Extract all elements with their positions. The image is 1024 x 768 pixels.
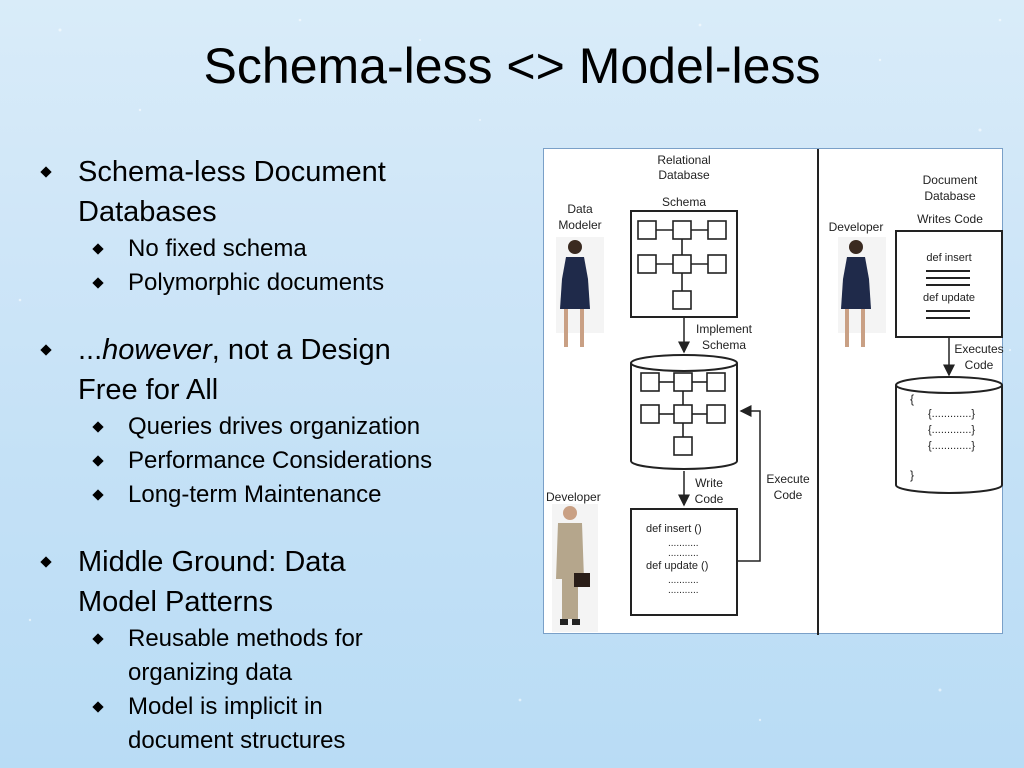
doc-entry-1: {.............}: [928, 408, 975, 420]
executes-label-2: Code: [965, 358, 994, 372]
sub-bullet: Queries drives organization: [38, 410, 508, 444]
doc-entry-3: {.............}: [928, 440, 975, 452]
schema-label: Schema: [662, 195, 706, 209]
code-dots-2: ...........: [668, 548, 699, 559]
doc-entry-2: {.............}: [928, 424, 975, 436]
sub-bullet: No fixed schema: [38, 232, 508, 266]
document-database-cylinder: [895, 376, 1003, 494]
sub-bullet: Reusable methods for organizing data: [38, 622, 508, 690]
write-label-1: Write: [695, 476, 723, 490]
document-title-2: Database: [924, 189, 976, 203]
relational-database-cylinder: [630, 354, 738, 470]
document-title-1: Document: [923, 173, 978, 187]
code-line-update: def update (): [646, 560, 708, 572]
sub-bullet: Model is implicit in document structures: [38, 690, 508, 758]
doc-code-insert: def insert: [926, 252, 971, 264]
developer-person-icon: [552, 504, 598, 632]
bullet-list: Schema-less Document Databases No fixed …: [38, 152, 508, 758]
code-dots-4: ...........: [668, 585, 699, 596]
relational-title-1: Relational: [657, 153, 710, 167]
relational-vs-document-figure: Relational Database Schema Data Modeler …: [543, 148, 1004, 635]
diamond-bullet-icon: [92, 701, 104, 713]
sub-bullet: Performance Considerations: [38, 444, 508, 478]
diamond-bullet-icon: [92, 489, 104, 501]
comparison-diagram: Relational Database Schema Data Modeler …: [546, 149, 1004, 635]
bullet-however: ...however, not a Design Free for All: [38, 330, 508, 410]
developer-label: Developer: [546, 490, 601, 504]
doc-open-brace: {: [910, 392, 914, 406]
write-label-2: Code: [695, 492, 724, 506]
schema-box: [630, 210, 738, 318]
diamond-bullet-icon: [92, 633, 104, 645]
data-modeler-label-1: Data: [567, 202, 593, 216]
bullet-schema-less: Schema-less Document Databases: [38, 152, 508, 232]
database-tables: [640, 372, 726, 456]
execute-label-2: Code: [774, 488, 803, 502]
doc-code-update: def update: [923, 292, 975, 304]
diamond-bullet-icon: [92, 243, 104, 255]
diamond-bullet-icon: [92, 455, 104, 467]
data-modeler-label-2: Modeler: [558, 218, 601, 232]
doc-code-lines-1: [926, 270, 970, 286]
diamond-bullet-icon: [40, 556, 52, 568]
implement-label-2: Schema: [702, 338, 746, 352]
code-line-insert: def insert (): [646, 523, 702, 535]
doc-code-lines-2: [926, 310, 970, 319]
diamond-bullet-icon: [40, 344, 52, 356]
slide-title: Schema-less <> Model-less: [203, 38, 821, 94]
sub-bullet: Long-term Maintenance: [38, 478, 508, 512]
relational-code-box: [630, 508, 738, 616]
data-modeler-person-icon: [556, 237, 604, 347]
execute-arrow: [737, 405, 761, 562]
doc-close-brace: }: [910, 468, 914, 482]
implement-label-1: Implement: [696, 322, 753, 336]
schema-tables: [637, 220, 727, 310]
relational-title-2: Database: [658, 168, 710, 182]
bullet-middle-ground: Middle Ground: Data Model Patterns: [38, 542, 508, 622]
sub-bullet: Polymorphic documents: [38, 266, 508, 300]
code-dots-1: ...........: [668, 538, 699, 549]
code-dots-3: ...........: [668, 575, 699, 586]
document-developer-person-icon: [838, 237, 886, 347]
diamond-bullet-icon: [92, 277, 104, 289]
document-developer-label: Developer: [829, 220, 884, 234]
execute-label-1: Execute: [766, 472, 810, 486]
executes-label-1: Executes: [954, 342, 1003, 356]
diamond-bullet-icon: [40, 166, 52, 178]
diamond-bullet-icon: [92, 421, 104, 433]
writes-code-label: Writes Code: [917, 212, 983, 226]
